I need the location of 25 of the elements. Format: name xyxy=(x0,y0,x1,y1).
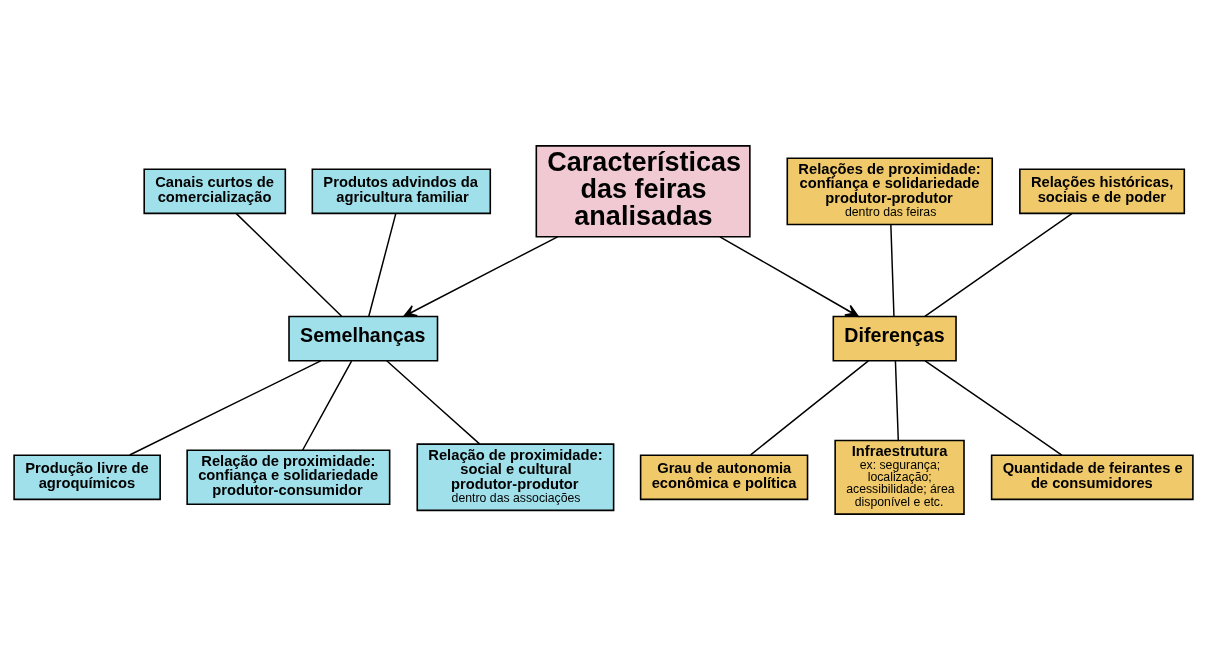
node-box: Diferenças xyxy=(832,315,957,362)
node-box: Canais curtos de comercialização xyxy=(143,168,287,215)
node-box: Características das feiras analisadas xyxy=(535,145,751,238)
connector xyxy=(894,360,899,441)
node-box: Quantidade de feirantes e de consumidores xyxy=(990,454,1194,501)
node-box: Infraestrutura ex: segurança; localização; acessibilidade; área disponível e etc. xyxy=(834,439,965,515)
arrow xyxy=(719,236,859,318)
node-box: Produtos advindos da agricultura familiar xyxy=(311,168,492,215)
connector xyxy=(890,223,895,318)
node-box: Relação de proximidade: confiança e solidariedade produtor-consumidor xyxy=(186,449,391,506)
node-box: Grau de autonomia econômica e política xyxy=(639,454,809,501)
connector xyxy=(924,360,1063,456)
node-box: Relação de proximidade: social e cultural produtor-produtor dentro das associações xyxy=(416,443,615,512)
node-box: Produção livre de agroquímicos xyxy=(13,454,161,501)
connector xyxy=(301,360,353,451)
connector xyxy=(924,212,1073,317)
node-box: Relações de proximidade: confiança e solidariedade produtor-produtor dentro das feiras xyxy=(786,157,994,226)
connector xyxy=(749,360,870,456)
connector xyxy=(385,360,481,445)
connector xyxy=(368,212,397,317)
connector xyxy=(128,360,322,456)
arrow xyxy=(403,236,559,318)
node-box: Semelhanças xyxy=(288,315,439,362)
node-box: Relações históricas, sociais e de poder xyxy=(1019,168,1186,215)
connector xyxy=(235,212,343,317)
